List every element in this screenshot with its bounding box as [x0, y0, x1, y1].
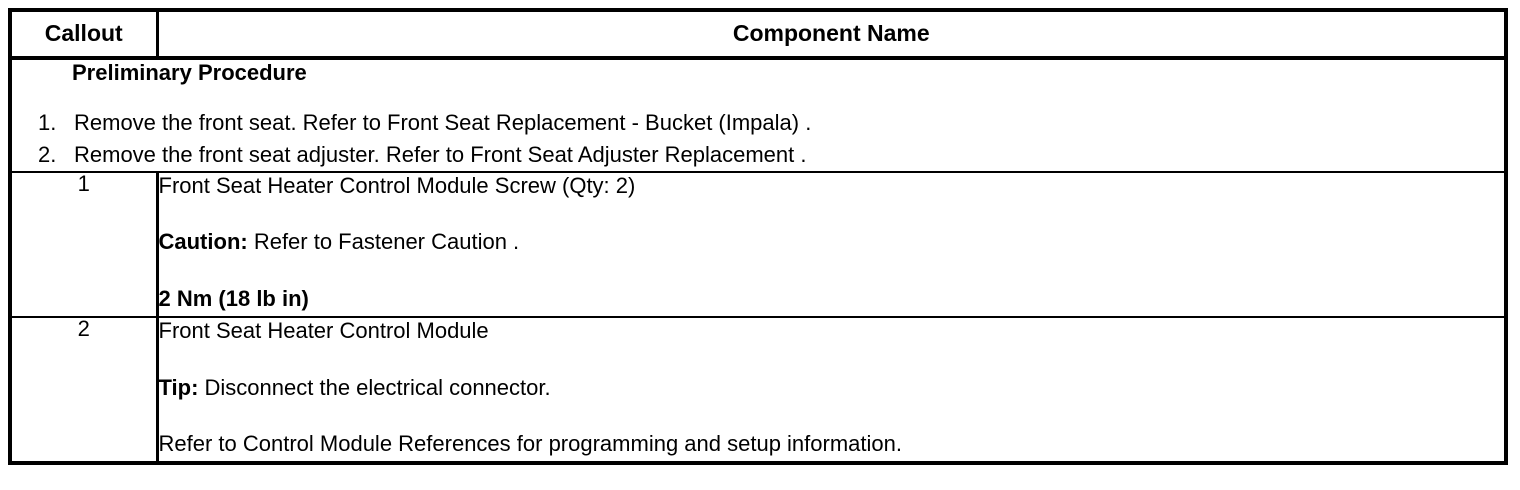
torque-spec-line: 2 Nm (18 lb in) — [158, 285, 309, 311]
list-item: 1. Remove the front seat. Refer to Front… — [38, 107, 1504, 139]
table-header-row: Callout Component Name — [10, 10, 1506, 60]
table-body: Preliminary Procedure 1. Remove the fron… — [10, 58, 1506, 464]
preliminary-procedure-title: Preliminary Procedure — [72, 60, 307, 85]
reference-line: Refer to Control Module References for p… — [158, 431, 902, 457]
component-description-cell: Front Seat Heater Control Module Tip: Di… — [157, 316, 1506, 464]
list-item-text: Remove the front seat adjuster. Refer to… — [74, 142, 807, 168]
preliminary-procedure-list: 1. Remove the front seat. Refer to Front… — [12, 107, 1504, 171]
list-item: 2. Remove the front seat adjuster. Refer… — [38, 139, 1504, 171]
preliminary-procedure-cell: Preliminary Procedure 1. Remove the fron… — [10, 58, 1506, 174]
list-item-text: Remove the front seat. Refer to Front Se… — [74, 110, 812, 136]
column-header-component-name: Component Name — [157, 10, 1506, 60]
callout-component-table: Callout Component Name Preliminary Proce… — [8, 8, 1508, 466]
caution-label: Caution: — [158, 229, 248, 255]
tip-line: Tip: Disconnect the electrical connector… — [159, 375, 1505, 401]
list-item-marker: 2. — [38, 142, 57, 168]
table-row: 1 Front Seat Heater Control Module Screw… — [10, 171, 1506, 318]
preliminary-procedure-row: Preliminary Procedure 1. Remove the fron… — [10, 58, 1506, 174]
caution-text: Refer to Fastener Caution . — [247, 229, 520, 255]
table-header: Callout Component Name — [10, 10, 1506, 60]
table-row: 2 Front Seat Heater Control Module Tip: … — [10, 316, 1506, 464]
list-item-marker: 1. — [38, 110, 57, 136]
tip-text: Disconnect the electrical connector. — [198, 374, 551, 400]
callout-number: 2 — [10, 316, 159, 464]
caution-line: Caution: Refer to Fastener Caution . — [159, 229, 1505, 255]
tip-label: Tip: — [158, 374, 199, 400]
callout-number: 1 — [10, 171, 159, 318]
component-description-cell: Front Seat Heater Control Module Screw (… — [157, 171, 1506, 318]
component-name-line: Front Seat Heater Control Module — [158, 318, 489, 344]
column-header-callout: Callout — [10, 10, 159, 60]
component-name-line: Front Seat Heater Control Module Screw (… — [158, 173, 636, 199]
